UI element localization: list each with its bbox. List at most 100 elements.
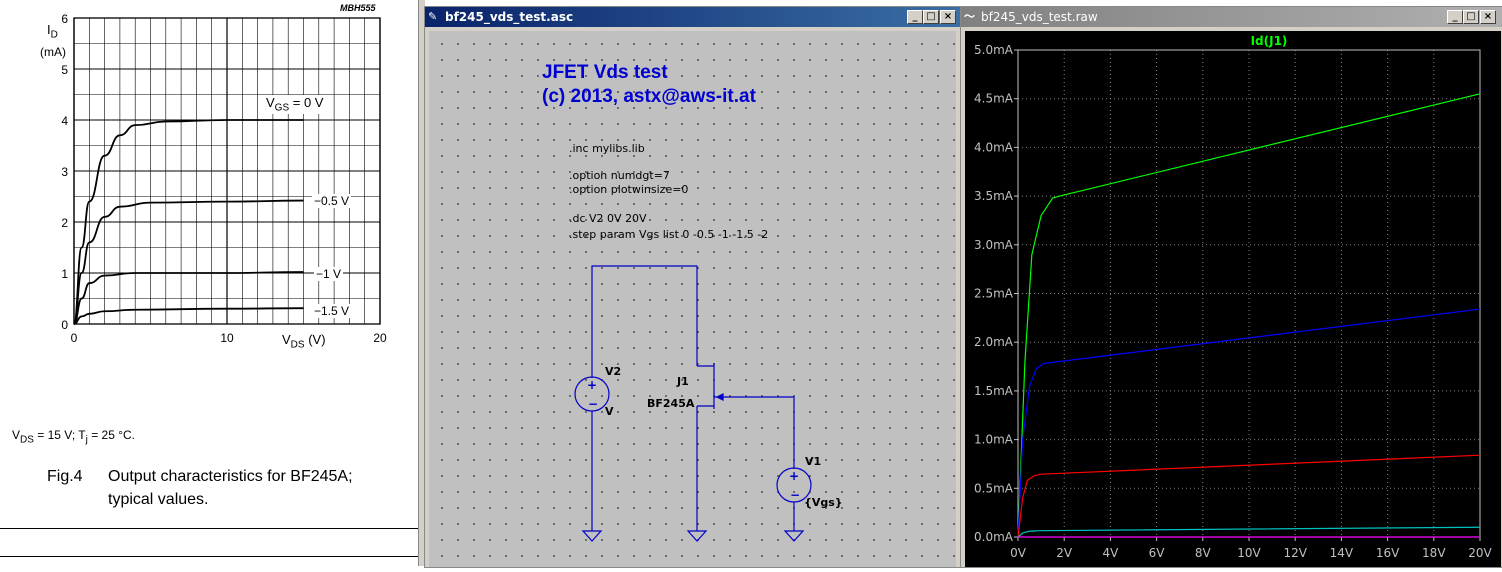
y-tick-label: 6 bbox=[61, 12, 68, 26]
divider bbox=[0, 556, 418, 557]
y-tick-label: 0.0mA bbox=[974, 530, 1014, 544]
x-tick-label: 12V bbox=[1283, 546, 1307, 560]
waveform-titlebar[interactable]: 〜 bf245_vds_test.raw _ □ × bbox=[961, 7, 1502, 27]
panel-separator bbox=[418, 0, 425, 566]
test-conditions: VDS = 15 V; Tj = 25 °C. bbox=[12, 428, 136, 446]
svg-text:−: − bbox=[790, 488, 800, 502]
characteristic-curve bbox=[73, 271, 304, 325]
y-tick-label: 2.5mA bbox=[974, 287, 1014, 301]
spice-directive[interactable]: .option plotwinsize=0 bbox=[569, 183, 689, 196]
schematic-copyright: (c) 2013, astx@aws-it.at bbox=[542, 86, 756, 107]
y-tick-label: 5 bbox=[61, 63, 68, 77]
y-tick-label: 0.5mA bbox=[974, 481, 1014, 495]
j1-model[interactable]: BF245A bbox=[647, 397, 695, 410]
x-tick-label: 2V bbox=[1056, 546, 1073, 560]
plot-frame bbox=[73, 17, 381, 325]
waveform-window-title: bf245_vds_test.raw bbox=[981, 10, 1098, 24]
x-tick-label: 18V bbox=[1422, 546, 1446, 560]
j1-name[interactable]: J1 bbox=[677, 375, 689, 388]
x-tick-label: 20V bbox=[1468, 546, 1492, 560]
ground-icon bbox=[686, 530, 708, 542]
wire bbox=[591, 265, 698, 378]
svg-text:−: − bbox=[588, 397, 598, 411]
x-tick-label: 6V bbox=[1149, 546, 1166, 560]
waveform-trace bbox=[1017, 526, 1481, 538]
x-tick-label: 8V bbox=[1195, 546, 1212, 560]
v2-name[interactable]: V2 bbox=[605, 365, 622, 378]
vgs-label: VGS = 0 V bbox=[264, 95, 326, 114]
schematic-window-title: bf245_vds_test.asc bbox=[445, 10, 574, 24]
y-tick-label: 1 bbox=[61, 267, 68, 281]
y-axis-unit: (mA) bbox=[40, 45, 66, 59]
x-tick-label: 10 bbox=[220, 331, 234, 345]
y-tick-label: 3.0mA bbox=[974, 238, 1014, 252]
trace-label: Id(J1) bbox=[1251, 34, 1288, 48]
gate-arrow bbox=[715, 393, 724, 401]
waveform-plot-area[interactable]: Id(J1) 0V 2V 4V 6V 8V 10V 12V 14V 16V 18V 20V 0.0mA 0… bbox=[965, 31, 1501, 567]
ground-icon bbox=[581, 530, 603, 542]
schematic-titlebar[interactable]: ✎ bf245_vds_test.asc _ □ × bbox=[425, 7, 960, 27]
waveform-trace bbox=[1017, 308, 1481, 538]
waveform-trace bbox=[1017, 93, 1481, 538]
y-tick-label: 5.0mA bbox=[974, 43, 1014, 57]
y-tick-label: 0 bbox=[61, 318, 68, 332]
v1-value[interactable]: {Vgs} bbox=[804, 496, 843, 509]
minimize-button[interactable]: _ bbox=[1447, 10, 1463, 24]
minimize-button[interactable]: _ bbox=[907, 10, 923, 24]
curve-label: −1.5 V bbox=[312, 304, 352, 318]
close-button[interactable]: × bbox=[940, 10, 956, 24]
figure-caption-line1: Output characteristics for BF245A; bbox=[108, 468, 353, 485]
datasheet-chart: 0 1 2 3 4 5 6 0 10 20 bbox=[61, 12, 387, 345]
waveform-trace bbox=[1017, 454, 1481, 538]
y-tick-label: 2 bbox=[61, 216, 68, 230]
y-axis-label: ID bbox=[47, 22, 58, 41]
schematic-canvas[interactable]: + − + − JFET Vds test (c) 2013, astx@aws… bbox=[429, 31, 956, 567]
waveform-window[interactable]: 〜 bf245_vds_test.raw _ □ × Id(J1) 0V 2V 4V 6… bbox=[960, 6, 1502, 568]
datasheet-panel: 0 1 2 3 4 5 6 0 10 20 MBH555 ID (mA) VDS (V) VGS … bbox=[0, 0, 420, 566]
spice-directive[interactable]: .option numdgt=7 bbox=[569, 169, 670, 182]
y-tick-label: 3.5mA bbox=[974, 189, 1014, 203]
x-tick-label: 16V bbox=[1376, 546, 1400, 560]
figure-number: Fig.4 bbox=[47, 468, 83, 485]
y-tick-label: 4.5mA bbox=[974, 92, 1014, 106]
x-tick-label: 10V bbox=[1237, 546, 1261, 560]
characteristic-curve bbox=[73, 119, 304, 325]
x-axis-label: VDS (V) bbox=[282, 332, 326, 351]
v2-value[interactable]: V bbox=[605, 405, 614, 418]
x-tick-label: 0 bbox=[71, 331, 78, 345]
y-tick-label: 3 bbox=[61, 165, 68, 179]
characteristic-curve bbox=[73, 307, 304, 325]
figure-caption-line2: typical values. bbox=[108, 491, 209, 508]
v1-name[interactable]: V1 bbox=[805, 455, 822, 468]
characteristic-curve bbox=[73, 199, 304, 325]
x-tick-label: 20 bbox=[373, 331, 387, 345]
y-tick-label: 4 bbox=[61, 114, 68, 128]
ground-icon bbox=[783, 530, 805, 542]
datasheet-code: MBH555 bbox=[340, 3, 376, 13]
svg-text:+: + bbox=[789, 469, 799, 483]
x-tick-label: 14V bbox=[1330, 546, 1354, 560]
y-tick-label: 1.0mA bbox=[974, 433, 1014, 447]
waveform-app-icon: 〜 bbox=[964, 10, 975, 23]
schematic-window[interactable]: ✎ bf245_vds_test.asc _ □ × bbox=[424, 6, 961, 568]
x-tick-label: 4V bbox=[1102, 546, 1119, 560]
divider bbox=[0, 528, 418, 529]
spice-directive[interactable]: .dc V2 0V 20V bbox=[569, 212, 647, 225]
schematic-app-icon: ✎ bbox=[428, 10, 438, 23]
maximize-button[interactable]: □ bbox=[923, 10, 939, 24]
schematic-heading: JFET Vds test bbox=[542, 62, 668, 83]
maximize-button[interactable]: □ bbox=[1463, 10, 1479, 24]
curve-label: −0.5 V bbox=[312, 194, 352, 208]
schematic-wires: + − + − bbox=[574, 265, 812, 542]
x-tick-label: 0V bbox=[1010, 546, 1027, 560]
curve-label: −1 V bbox=[314, 267, 344, 281]
waveform-chart[interactable]: Id(J1) 0V 2V 4V 6V 8V 10V 12V 14V 16V 18V 20V 0.0mA 0… bbox=[965, 31, 1501, 567]
y-tick-label: 1.5mA bbox=[974, 384, 1014, 398]
wire bbox=[714, 396, 795, 469]
svg-text:+: + bbox=[587, 378, 597, 392]
y-tick-label: 2.0mA bbox=[974, 335, 1014, 349]
spice-directive[interactable]: .inc mylibs.lib bbox=[569, 142, 645, 155]
close-button[interactable]: × bbox=[1480, 10, 1496, 24]
spice-directive[interactable]: .step param Vgs list 0 -0.5 -1 -1.5 -2 bbox=[569, 228, 769, 241]
y-tick-label: 4.0mA bbox=[974, 140, 1014, 154]
